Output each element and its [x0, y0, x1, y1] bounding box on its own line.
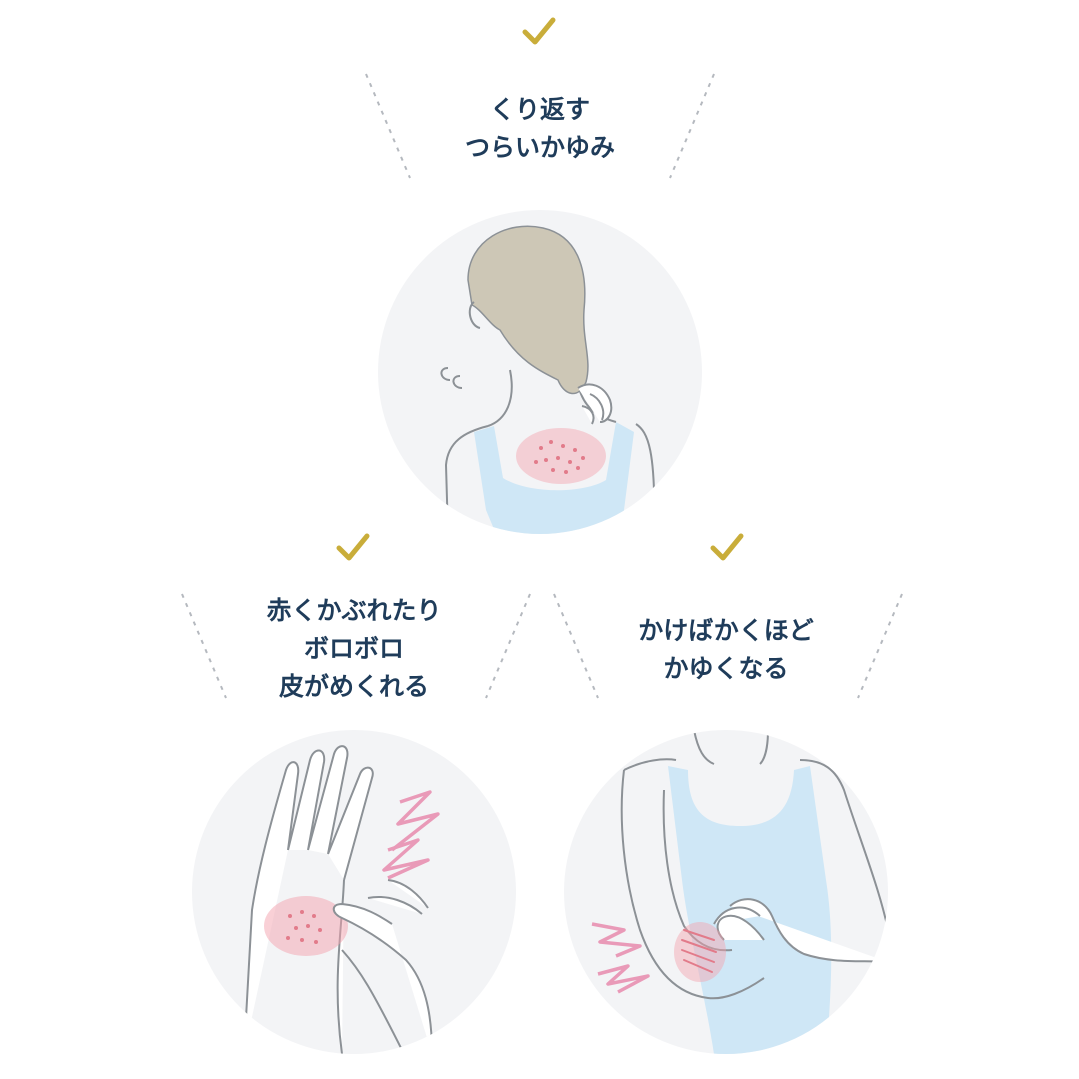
- dashed-divider-left: [181, 593, 227, 699]
- hand-with-rash-illustration: [243, 745, 440, 1054]
- illustration-circle: [192, 730, 516, 1054]
- panel-title: くり返す つらいかゆみ: [420, 91, 660, 167]
- dashed-divider-right: [485, 593, 531, 699]
- dashed-divider-left: [553, 593, 599, 699]
- illustration-circle: [564, 730, 888, 1054]
- title-line: くり返す: [489, 95, 590, 124]
- title-line: ボロボロ: [303, 634, 404, 663]
- title-line: 皮がめくれる: [278, 672, 429, 701]
- dashed-divider-right: [669, 73, 715, 179]
- check-icon: [710, 533, 744, 561]
- illustration-circle: [378, 210, 702, 534]
- dashed-divider-right: [857, 593, 903, 699]
- check-icon: [336, 533, 370, 561]
- panel-title: 赤くかぶれたり ボロボロ 皮がめくれる: [234, 592, 474, 706]
- title-line: つらいかゆみ: [464, 133, 615, 162]
- panel-title: かけばかくほど かゆくなる: [606, 612, 846, 688]
- dashed-divider-left: [365, 73, 411, 179]
- woman-scratching-arm-illustration: [591, 730, 888, 1054]
- title-line: かけばかくほど: [638, 616, 814, 645]
- check-icon: [522, 17, 556, 45]
- woman-scratching-neck-back-illustration: [440, 225, 656, 534]
- title-line: かゆくなる: [663, 654, 789, 683]
- title-line: 赤くかぶれたり: [266, 596, 442, 625]
